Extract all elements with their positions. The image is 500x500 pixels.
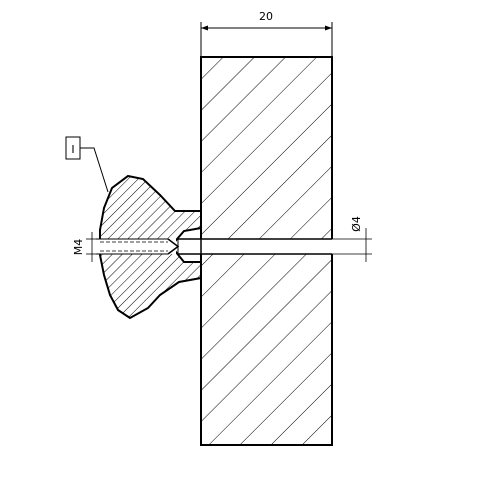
block-outline-bottom [200,254,333,446]
dimension-thread-label: M4 [72,239,85,256]
block-section [178,56,333,446]
dimension-bore-label: Ø4 [350,216,363,232]
detail-label: I [71,143,74,156]
block-hatch-bottom [201,254,332,445]
block-hatch-top [201,57,332,239]
detail-leader-line [80,147,109,193]
dimension-thread: M4 [72,232,100,262]
thread-hole [96,239,176,254]
dimension-width: 20 [200,10,333,57]
arrow-left-icon [201,25,208,31]
block-outline-top [200,56,333,239]
dimension-width-label: 20 [259,10,273,23]
bolt-head-section [96,174,202,320]
dimension-bore: Ø4 [332,216,372,262]
arrow-right-icon [325,25,332,31]
detail-callout: I [65,136,109,193]
